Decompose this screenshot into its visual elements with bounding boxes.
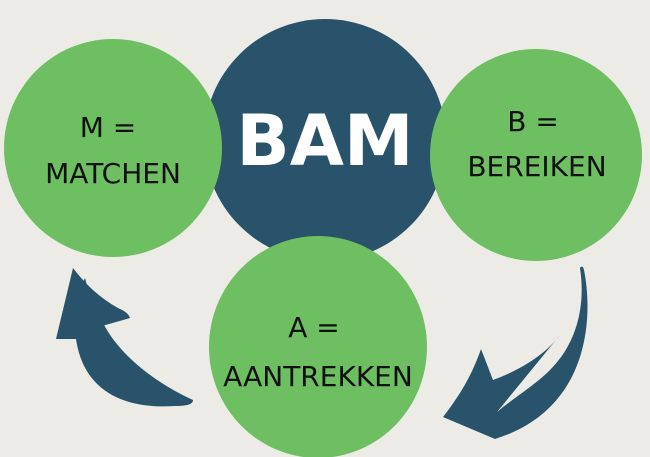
bam-title: BAM [236,100,413,182]
matchen-letter: M = [80,111,137,144]
arrow-right-curved-icon [443,266,588,439]
aantrekken-circle: A = AANTREKKEN [209,236,427,457]
bam-center-circle [204,19,446,261]
matchen-circle: M = MATCHEN [4,39,222,257]
bereiken-letter: B = [507,105,559,138]
bereiken-circle: B = BEREIKEN [430,49,642,261]
aantrekken-word: AANTREKKEN [223,360,413,393]
aantrekken-letter: A = [288,311,340,344]
arrow-left-curved-icon [56,268,193,407]
bereiken-word: BEREIKEN [467,150,606,183]
matchen-word: MATCHEN [45,157,181,190]
